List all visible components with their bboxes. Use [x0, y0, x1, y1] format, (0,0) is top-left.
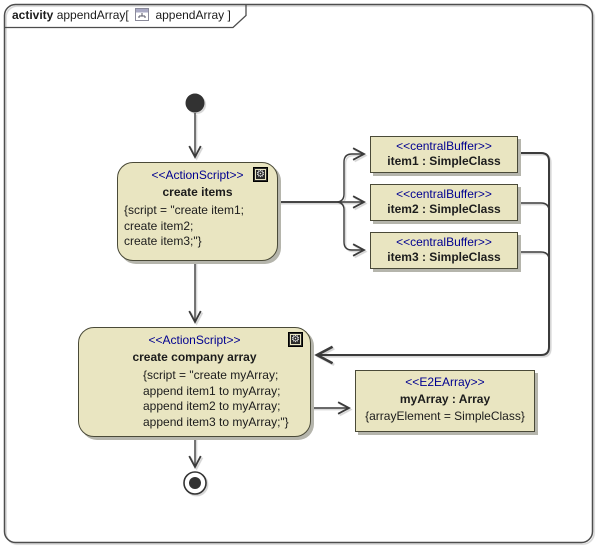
gear-icon[interactable]: ⚙ — [288, 332, 303, 347]
action-script-body: {script = "create myArray; append item1 … — [79, 368, 310, 430]
e2earray-myarray[interactable]: <<E2EArray>> myArray : Array {arrayEleme… — [355, 370, 535, 432]
stereotype-label: <<centralBuffer>> — [396, 187, 492, 201]
edge-create-items-to-item1[interactable] — [278, 147, 366, 203]
buffer-name: item1 : SimpleClass — [387, 154, 501, 168]
activity-diagram-icon — [135, 8, 150, 24]
action-name: create company array — [132, 350, 257, 364]
edge-item1-to-create-company-array[interactable] — [314, 152, 550, 365]
stereotype-label: <<centralBuffer>> — [396, 139, 492, 153]
stereotype-label: <<ActionScript>> — [148, 333, 241, 347]
central-buffer-item1[interactable]: <<centralBuffer>> item1 : SimpleClass — [370, 136, 518, 173]
stereotype-label: <<E2EArray>> — [405, 375, 485, 389]
central-buffer-item2[interactable]: <<centralBuffer>> item2 : SimpleClass — [370, 184, 518, 221]
diagram-frame — [3, 3, 594, 544]
edge-item3-to-create-company-array[interactable] — [518, 251, 550, 268]
frame-title: activity appendArray[ appendArray ] — [12, 8, 231, 24]
frame-keyword: activity — [12, 8, 54, 22]
script-line: append item2 to myArray; — [143, 399, 281, 413]
frame-diagram-name: appendArray[ — [56, 8, 129, 22]
action-create-company-array[interactable]: ⚙ <<ActionScript>> create company array … — [78, 327, 311, 437]
gear-icon[interactable]: ⚙ — [253, 167, 268, 182]
central-buffer-item3[interactable]: <<centralBuffer>> item3 : SimpleClass — [370, 232, 518, 269]
script-line: create item3;"} — [124, 234, 202, 248]
initial-node[interactable] — [185, 93, 205, 113]
stereotype-label: <<ActionScript>> — [151, 168, 244, 182]
edge-create-items-to-item3[interactable] — [278, 201, 366, 257]
activity-final-node-core — [189, 477, 201, 489]
stereotype-label: <<centralBuffer>> — [396, 235, 492, 249]
object-name: myArray : Array — [399, 392, 491, 406]
script-line: {script = "create myArray; — [143, 368, 279, 382]
script-line: append item1 to myArray; — [143, 383, 281, 398]
edge-item2-to-create-company-array[interactable] — [518, 202, 550, 220]
buffer-name: item3 : SimpleClass — [387, 250, 501, 264]
buffer-name: item2 : SimpleClass — [387, 202, 501, 216]
object-constraint: {arrayElement = SimpleClass} — [365, 409, 525, 423]
action-script-body: {script = "create item1; create item2; c… — [118, 203, 277, 250]
frame-bracket-close: ] — [227, 8, 231, 22]
action-name: create items — [162, 185, 233, 199]
script-line: append item3 to myArray;"} — [143, 414, 289, 429]
action-create-items[interactable]: ⚙ <<ActionScript>> create items {script … — [117, 162, 278, 261]
frame-name-tab[interactable] — [4, 5, 247, 29]
script-line: create item2; — [124, 218, 194, 233]
frame-inner-name: appendArray — [155, 8, 225, 22]
script-line: {script = "create item1; — [124, 203, 244, 217]
